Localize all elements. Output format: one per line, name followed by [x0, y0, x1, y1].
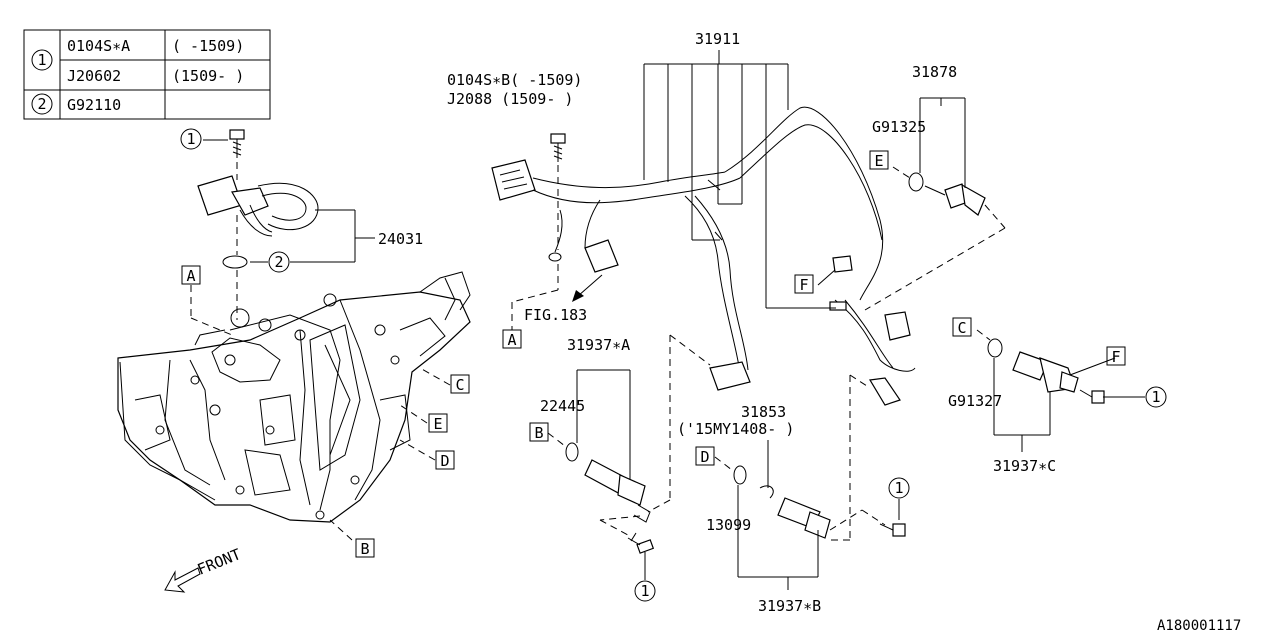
diagram-id: A180001117: [1157, 618, 1241, 634]
callout-fig183: FIG.183: [524, 306, 587, 324]
leader-31911: [643, 50, 836, 309]
callout-31937a: 31937∗A: [567, 336, 630, 354]
box-label-f-31937c: F: [1111, 348, 1120, 366]
box-label-a-transmission: A: [186, 267, 195, 285]
circle-ref-1-31937a: 1: [640, 582, 649, 600]
callout-22445: 22445: [540, 397, 585, 415]
circle-ref-1-bolt: 1: [186, 130, 195, 148]
front-label: FRONT: [195, 545, 244, 579]
bolt-31937b: [879, 523, 906, 537]
harness-24031: [197, 175, 319, 269]
callout-31937c: 31937∗C: [993, 457, 1056, 475]
box-label-b-31937a: B: [534, 424, 543, 442]
callout-0104sb: 0104S∗B( -1509): [447, 71, 582, 89]
bolt-top-left: [229, 129, 245, 158]
transmission-assembly: [117, 271, 471, 523]
box-labels: A C E D B A E F B D C F: [181, 150, 1126, 558]
box-label-e-transmission: E: [433, 415, 442, 433]
box-label-d-31937b: D: [700, 448, 709, 466]
box-label-e-31878: E: [874, 152, 883, 170]
bolt-31937c: [1079, 389, 1105, 404]
harness-31911: [491, 106, 916, 406]
callout-31853: 31853: [741, 403, 786, 421]
sensor-31937a: [565, 369, 651, 523]
legend-ref-2: 2: [37, 95, 46, 113]
box-label-c-transmission: C: [455, 376, 464, 394]
callout-g91325: G91325: [872, 118, 926, 136]
callout-31878: 31878: [912, 63, 957, 81]
bolt-0104SB: [550, 133, 566, 162]
circle-ref-2-oring: 2: [274, 253, 283, 271]
callout-24031: 24031: [378, 230, 423, 248]
legend-ref-1: 1: [37, 51, 46, 69]
sensor-31878: [908, 97, 986, 216]
box-label-c-31937c: C: [957, 319, 966, 337]
legend-part-G92110: G92110: [67, 96, 121, 114]
legend-part-J20602: J20602: [67, 67, 121, 85]
callout-13099: 13099: [706, 516, 751, 534]
callout-31853-note: ('15MY1408- ): [677, 420, 794, 438]
front-arrow: FRONT: [164, 545, 244, 593]
callout-31911: 31911: [695, 30, 740, 48]
circle-ref-1-31937c: 1: [1151, 388, 1160, 406]
bolt-31937a: [627, 532, 655, 554]
callout-j2088: J2088 (1509- ): [447, 90, 573, 108]
circle-refs: 1 2 1 1 1: [180, 128, 1167, 602]
sensor-31937b: [733, 440, 831, 590]
circle-ref-1-31937b: 1: [894, 479, 903, 497]
box-label-d-transmission: D: [440, 452, 449, 470]
legend-range-J20602: (1509- ): [172, 67, 244, 85]
legend-part-0104SA: 0104S∗A: [67, 37, 130, 55]
sensor-31937c: [987, 338, 1079, 452]
part-callouts: 31911 0104S∗B( -1509) J2088 (1509- ) 318…: [378, 30, 1056, 615]
callout-g91327: G91327: [948, 392, 1002, 410]
box-label-a-fig: A: [507, 331, 516, 349]
legend-table: 1 2 0104S∗A ( -1509) J20602 (1509- ) G92…: [23, 29, 271, 120]
box-label-f-harness: F: [799, 276, 808, 294]
box-label-b-transmission: B: [360, 540, 369, 558]
callout-31937b: 31937∗B: [758, 597, 821, 615]
legend-range-0104SA: ( -1509): [172, 37, 244, 55]
